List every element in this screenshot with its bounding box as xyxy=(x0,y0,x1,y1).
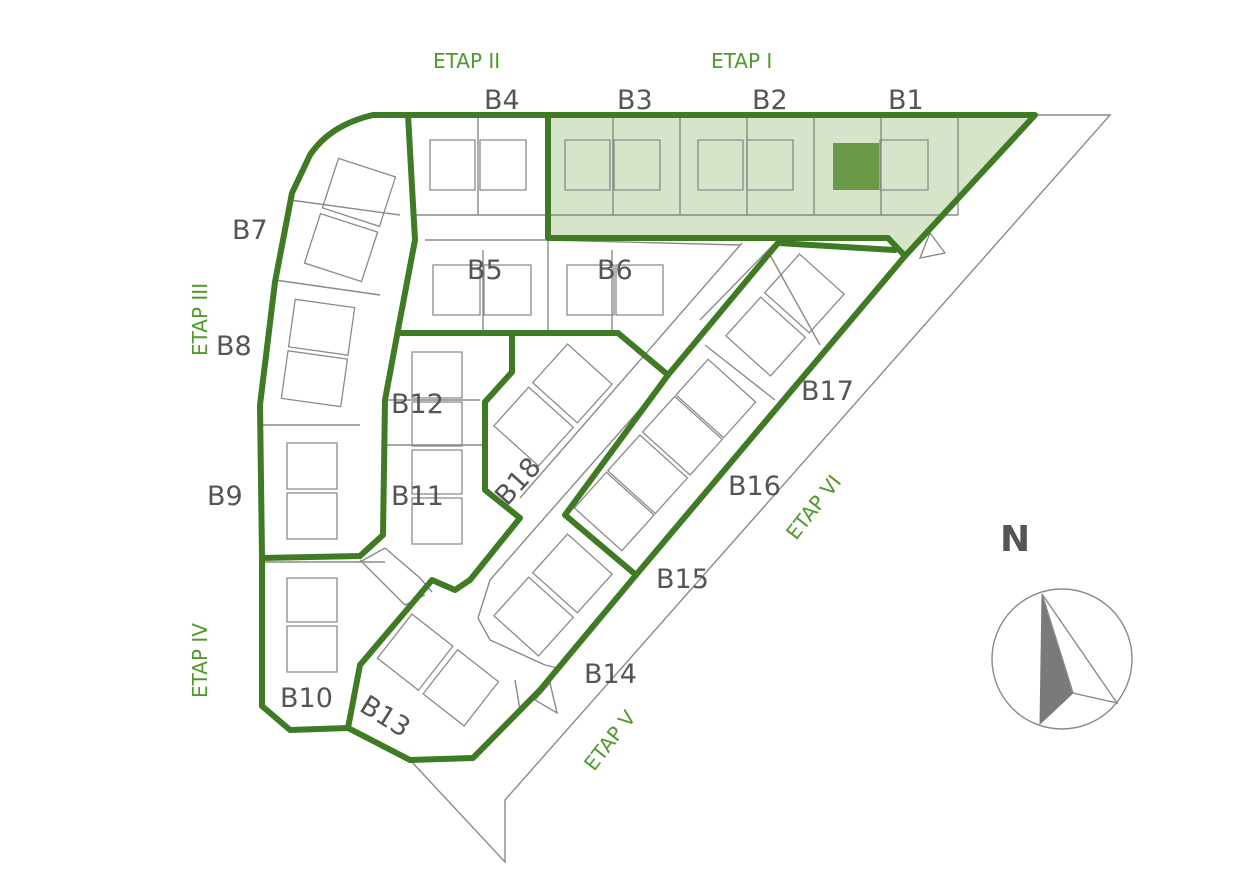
label-b10[interactable]: B10 xyxy=(280,683,333,714)
label-b15[interactable]: B15 xyxy=(656,564,709,595)
north-label: N xyxy=(1000,519,1030,560)
label-b1[interactable]: B1 xyxy=(888,85,924,116)
building-labels: B1 B2 B3 B4 B5 B6 B7 B8 B9 B10 B11 B12 B… xyxy=(207,85,924,744)
label-b9[interactable]: B9 xyxy=(207,481,243,512)
label-etap-6[interactable]: ETAP VI xyxy=(781,470,846,544)
label-b14[interactable]: B14 xyxy=(584,659,637,690)
label-etap-1[interactable]: ETAP I xyxy=(711,49,772,73)
etap-1-highlight-area[interactable] xyxy=(548,115,1035,256)
label-b2[interactable]: B2 xyxy=(752,85,788,116)
label-b5[interactable]: B5 xyxy=(467,255,503,286)
label-b6[interactable]: B6 xyxy=(597,255,633,286)
plot-lines xyxy=(262,115,959,563)
label-b8[interactable]: B8 xyxy=(216,331,252,362)
building-footprints xyxy=(280,139,929,727)
compass-circle xyxy=(991,588,1133,730)
compass-needle-outline-icon xyxy=(1041,593,1119,705)
compass-needle-north-icon xyxy=(1039,593,1074,726)
label-b11[interactable]: B11 xyxy=(391,481,444,512)
label-b16[interactable]: B16 xyxy=(728,471,781,502)
label-b3[interactable]: B3 xyxy=(617,85,653,116)
label-etap-5[interactable]: ETAP V xyxy=(579,706,641,775)
road-network xyxy=(359,114,1112,864)
selected-unit-b1[interactable] xyxy=(833,143,879,190)
label-etap-3[interactable]: ETAP III xyxy=(188,283,212,356)
label-b12[interactable]: B12 xyxy=(391,389,444,420)
label-etap-2[interactable]: ETAP II xyxy=(433,49,500,73)
label-etap-4[interactable]: ETAP IV xyxy=(188,623,212,698)
compass-rose: N xyxy=(991,519,1133,730)
label-b17[interactable]: B17 xyxy=(801,376,854,407)
label-b4[interactable]: B4 xyxy=(484,85,520,116)
label-b7[interactable]: B7 xyxy=(232,215,268,246)
stage-boundaries xyxy=(257,112,1038,763)
